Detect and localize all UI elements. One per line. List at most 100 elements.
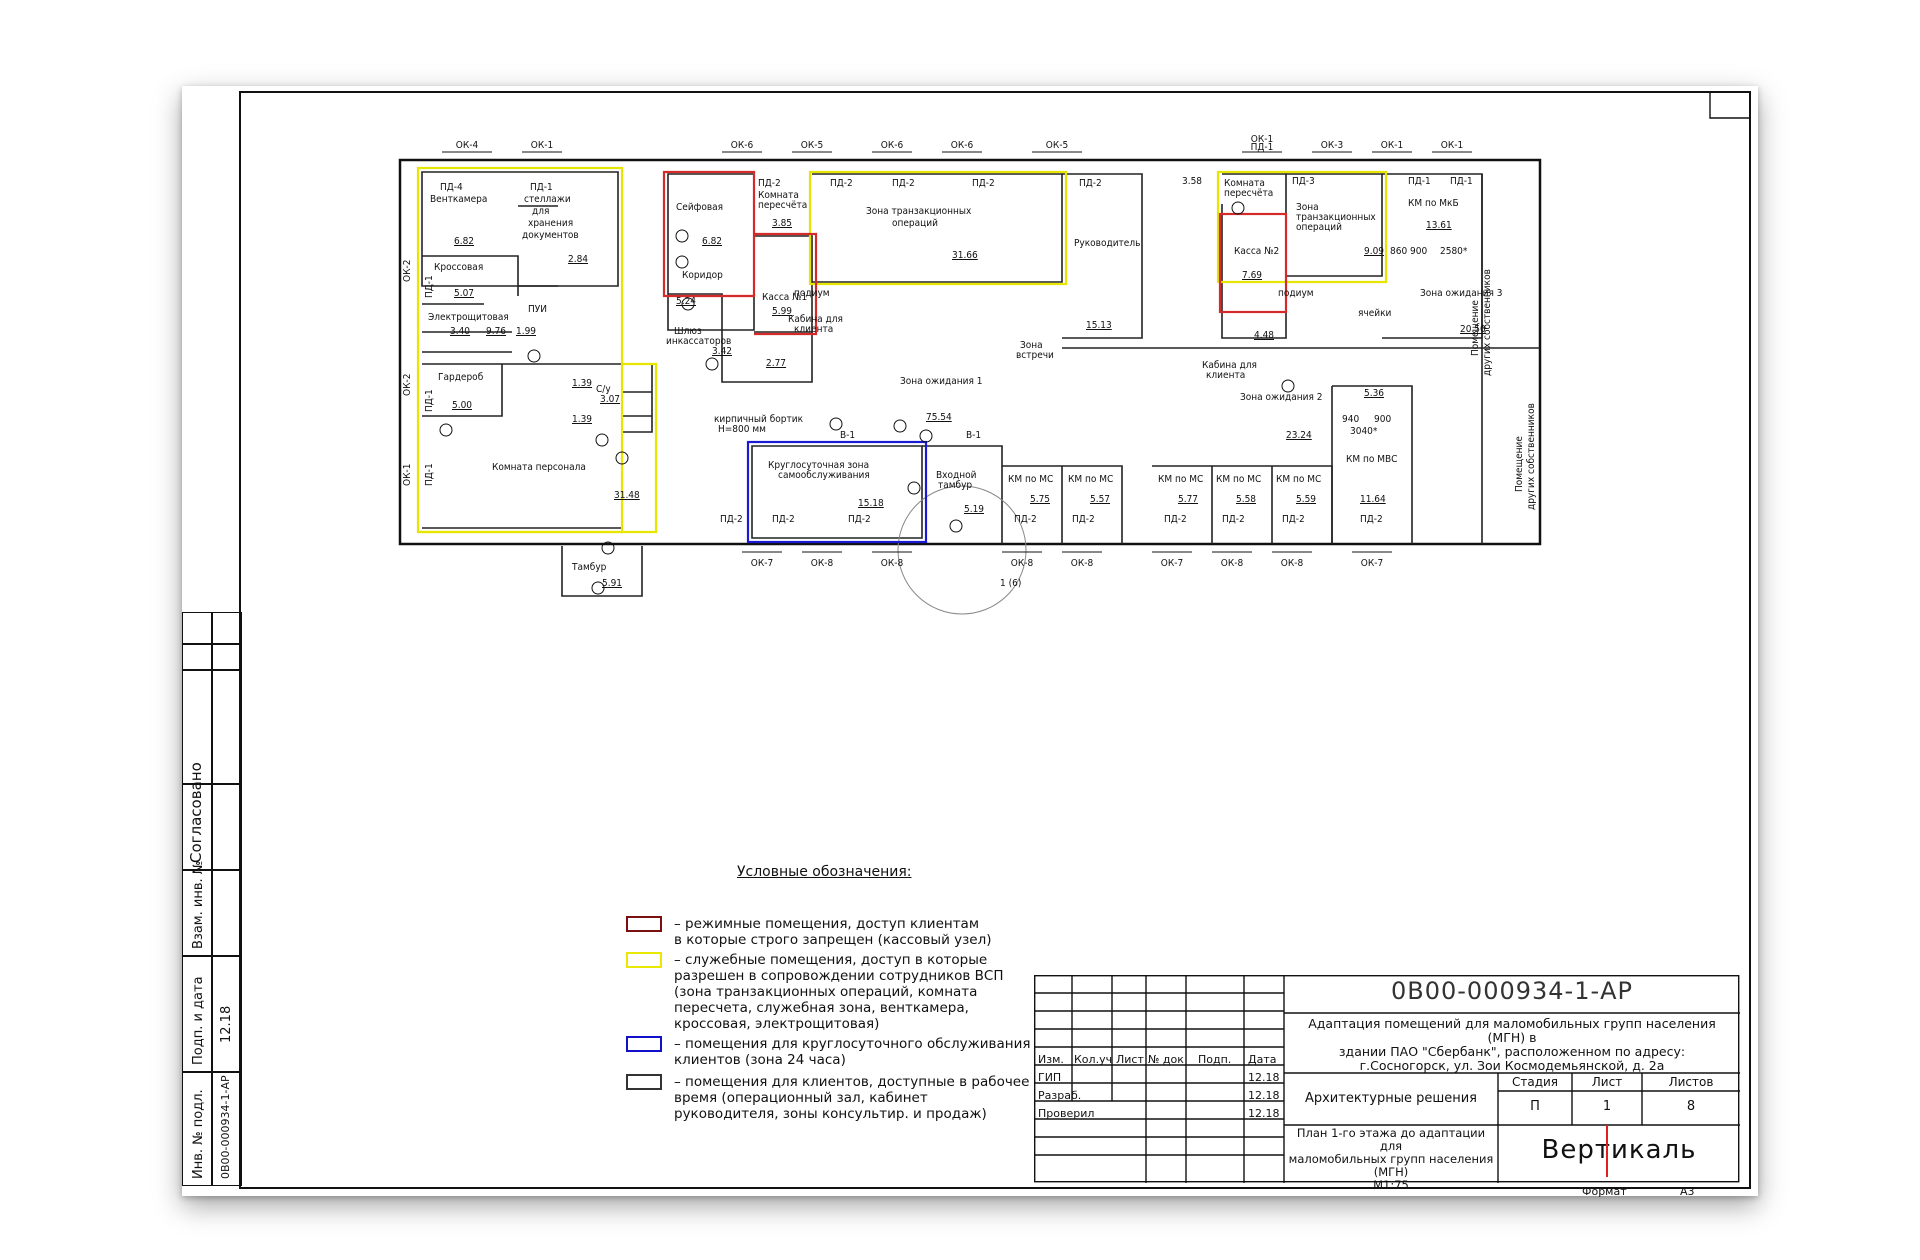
svg-text:В-1: В-1 — [966, 430, 981, 441]
svg-text:ОК-8: ОК-8 — [881, 558, 904, 569]
svg-text:ПД-2: ПД-2 — [1360, 514, 1383, 525]
svg-text:7.69: 7.69 — [1242, 270, 1262, 281]
svg-text:Комната: Комната — [1224, 178, 1265, 189]
date-gip: 12.18 — [1248, 1071, 1280, 1084]
svg-text:В-1: В-1 — [840, 430, 855, 441]
svg-text:ПД-2: ПД-2 — [1282, 514, 1305, 525]
logo-accent — [1606, 1125, 1608, 1177]
svg-text:Зона транзакционных: Зона транзакционных — [866, 206, 972, 217]
svg-text:Комната персонала: Комната персонала — [492, 462, 586, 473]
hdr-izm: Изм. — [1038, 1053, 1064, 1066]
svg-text:11.64: 11.64 — [1360, 494, 1386, 505]
svg-text:самообслуживания: самообслуживания — [778, 469, 870, 481]
role-razrab: Разраб. — [1038, 1089, 1082, 1102]
svg-text:900: 900 — [1374, 414, 1391, 425]
svg-text:Гардероб: Гардероб — [438, 371, 484, 383]
svg-text:Кроссовая: Кроссовая — [434, 262, 483, 273]
svg-text:клиента: клиента — [1206, 370, 1245, 381]
svg-text:Кабина для: Кабина для — [1202, 359, 1257, 371]
svg-text:ОК-5: ОК-5 — [1046, 140, 1068, 151]
svg-text:КМ по МВС: КМ по МВС — [1346, 454, 1397, 465]
svg-text:ОК-8: ОК-8 — [1221, 558, 1244, 569]
svg-text:ячейки: ячейки — [1358, 308, 1392, 319]
svg-text:для: для — [532, 206, 549, 217]
hdr-date: Дата — [1248, 1053, 1277, 1066]
svg-text:ПД-1: ПД-1 — [1251, 142, 1274, 153]
stamp-header-row: Изм. Кол.уч Лист № док Подп. Дата — [1034, 1053, 1284, 1069]
svg-text:Зона ожидания 1: Зона ожидания 1 — [900, 376, 982, 387]
stage-value: П — [1530, 1099, 1540, 1114]
svg-text:5.36: 5.36 — [1364, 388, 1384, 399]
svg-text:ПД-1: ПД-1 — [1450, 176, 1473, 187]
legend-text: – режимные помещения, доступ клиентам в … — [674, 916, 992, 948]
svg-text:инкассаторов: инкассаторов — [666, 336, 731, 347]
svg-text:4.48: 4.48 — [1254, 330, 1274, 341]
sheets-value: 8 — [1686, 1099, 1696, 1114]
legend-text: – помещения для клиентов, доступные в ра… — [674, 1074, 1030, 1122]
svg-text:ПД-1: ПД-1 — [424, 275, 435, 298]
svg-text:Зона: Зона — [1020, 340, 1043, 351]
legend-title: Условные обозначения: — [737, 864, 912, 880]
svg-text:ОК-6: ОК-6 — [951, 140, 974, 151]
svg-text:Круглосуточная зона: Круглосуточная зона — [768, 460, 869, 471]
svg-text:ОК-8: ОК-8 — [1011, 558, 1034, 569]
svg-text:ПД-1: ПД-1 — [1408, 176, 1431, 187]
svg-text:900: 900 — [1410, 246, 1427, 257]
svg-text:пересчёта: пересчёта — [758, 200, 807, 211]
svg-text:стеллажи: стеллажи — [524, 194, 571, 205]
svg-text:ОК-1: ОК-1 — [1381, 140, 1403, 151]
svg-text:Зона: Зона — [1296, 202, 1319, 213]
svg-text:ПД-1: ПД-1 — [424, 389, 435, 412]
svg-text:Кабина для: Кабина для — [788, 313, 843, 325]
svg-text:встречи: встречи — [1016, 350, 1054, 361]
svg-text:940: 940 — [1342, 414, 1359, 425]
svg-text:3.58: 3.58 — [1182, 176, 1202, 187]
svg-text:ОК-7: ОК-7 — [1161, 558, 1183, 569]
hdr-doc: № док — [1148, 1053, 1184, 1066]
svg-text:ПД-2: ПД-2 — [972, 178, 995, 189]
svg-text:2580*: 2580* — [1440, 246, 1468, 257]
svg-text:КМ по МС: КМ по МС — [1068, 474, 1113, 485]
svg-text:5.57: 5.57 — [1090, 494, 1110, 505]
svg-text:ОК-5: ОК-5 — [801, 140, 823, 151]
svg-text:Входной: Входной — [936, 470, 977, 481]
svg-text:Н=800 мм: Н=800 мм — [718, 424, 766, 435]
svg-text:подиум: подиум — [794, 288, 830, 299]
svg-text:Зона ожидания 2: Зона ожидания 2 — [1240, 392, 1322, 403]
inv-code: 0В00-000934-1-АР — [219, 1075, 232, 1179]
role-proveril: Проверил — [1038, 1107, 1095, 1120]
svg-text:хранения: хранения — [528, 218, 573, 229]
svg-text:Сейфовая: Сейфовая — [676, 202, 723, 213]
room-label: Венткамера — [430, 194, 487, 205]
svg-text:операций: операций — [1296, 222, 1342, 233]
svg-text:15.18: 15.18 — [858, 498, 884, 509]
svg-text:ПД-4: ПД-4 — [440, 182, 463, 193]
svg-text:КМ по МкБ: КМ по МкБ — [1408, 198, 1459, 209]
svg-text:КМ по МС: КМ по МС — [1008, 474, 1053, 485]
svg-text:Помещение: Помещение — [1514, 436, 1525, 492]
svg-text:1.39: 1.39 — [572, 378, 592, 389]
hdr-kol: Кол.уч — [1074, 1053, 1113, 1066]
svg-text:ПД-1: ПД-1 — [530, 182, 553, 193]
svg-text:1.39: 1.39 — [572, 414, 592, 425]
company-logo: Вертикаль — [1541, 1135, 1697, 1165]
stage-label: Стадия — [1511, 1075, 1559, 1089]
svg-text:Шлюз: Шлюз — [674, 326, 702, 337]
inv-label: Инв. № подл. — [191, 1089, 206, 1179]
svg-text:5.00: 5.00 — [452, 400, 472, 411]
date-razrab: 12.18 — [1248, 1089, 1280, 1102]
svg-text:Касса №1: Касса №1 — [762, 292, 807, 303]
legend-swatch — [626, 1074, 662, 1090]
svg-text:3.40: 3.40 — [450, 326, 470, 337]
svg-text:15.13: 15.13 — [1086, 320, 1112, 331]
svg-text:5.07: 5.07 — [454, 288, 474, 299]
agreed-label: Согласовано — [187, 762, 205, 863]
svg-text:860: 860 — [1390, 246, 1407, 257]
svg-text:ПД-2: ПД-2 — [772, 514, 795, 525]
svg-text:ПД-1: ПД-1 — [424, 463, 435, 486]
doc-code: 0В00-000934-1-АР — [1390, 977, 1634, 1005]
drawing-sheet: ОК-4 ОК-1 ОК-6 ОК-5 ОК-6 ОК-6 ОК-5 ОК-1 … — [182, 86, 1758, 1196]
svg-text:других собственников: других собственников — [1525, 403, 1537, 510]
format-value: А3 — [1680, 1185, 1695, 1198]
svg-text:9.76: 9.76 — [486, 326, 506, 337]
